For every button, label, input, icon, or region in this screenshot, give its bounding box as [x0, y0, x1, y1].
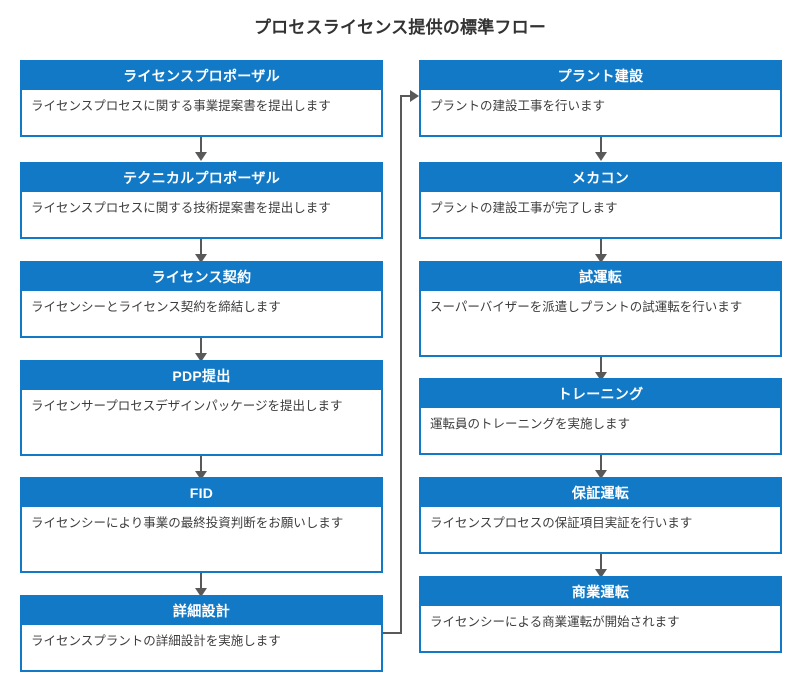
node-license-proposal[interactable]: ライセンスプロポーザル ライセンスプロセスに関する事業提案書を提出します: [20, 60, 383, 137]
node-technical-proposal[interactable]: テクニカルプロポーザル ライセンスプロセスに関する技術提案書を提出します: [20, 162, 383, 239]
node-body-license-agreement: ライセンシーとライセンス契約を締結します: [22, 291, 381, 323]
node-body-pdp-submission: ライセンサープロセスデザインパッケージを提出します: [22, 390, 381, 422]
connector-line-r4: [600, 455, 602, 473]
node-header-commissioning: 試運転: [421, 263, 780, 291]
node-header-technical-proposal: テクニカルプロポーザル: [22, 164, 381, 192]
node-header-detailed-design: 詳細設計: [22, 597, 381, 625]
node-body-license-proposal: ライセンスプロセスに関する事業提案書を提出します: [22, 90, 381, 122]
connector-line-r2: [600, 239, 602, 257]
node-header-plant-construction: プラント建設: [421, 62, 780, 90]
node-commercial-operation[interactable]: 商業運転 ライセンシーによる商業運転が開始されます: [419, 576, 782, 653]
bridge-arrow: [410, 90, 419, 102]
node-guarantee-run[interactable]: 保証運転 ライセンスプロセスの保証項目実証を行います: [419, 477, 782, 554]
connector-arrow-r5: [595, 569, 607, 578]
node-header-license-proposal: ライセンスプロポーザル: [22, 62, 381, 90]
connector-line-r5: [600, 554, 602, 572]
connector-line-l5: [200, 573, 202, 591]
node-body-detailed-design: ライセンスプラントの詳細設計を実施します: [22, 625, 381, 657]
node-header-guarantee-run: 保証運転: [421, 479, 780, 507]
connector-line-r3: [600, 357, 602, 375]
node-header-commercial-operation: 商業運転: [421, 578, 780, 606]
node-body-guarantee-run: ライセンスプロセスの保証項目実証を行います: [421, 507, 780, 539]
connector-arrow-r2: [595, 254, 607, 263]
connector-arrow-l1: [195, 152, 207, 161]
node-fid[interactable]: FID ライセンシーにより事業の最終投資判断をお願いします: [20, 477, 383, 573]
node-header-license-agreement: ライセンス契約: [22, 263, 381, 291]
node-detailed-design[interactable]: 詳細設計 ライセンスプラントの詳細設計を実施します: [20, 595, 383, 672]
node-training[interactable]: トレーニング 運転員のトレーニングを実施します: [419, 378, 782, 455]
node-body-fid: ライセンシーにより事業の最終投資判断をお願いします: [22, 507, 381, 539]
bridge-segment-horizontal-bottom: [383, 632, 402, 634]
connector-arrow-l2: [195, 254, 207, 263]
node-mechanical-completion[interactable]: メカコン プラントの建設工事が完了します: [419, 162, 782, 239]
bridge-segment-horizontal-top: [400, 95, 413, 97]
node-commissioning[interactable]: 試運転 スーパーバイザーを派遣しプラントの試運転を行います: [419, 261, 782, 357]
node-body-training: 運転員のトレーニングを実施します: [421, 408, 780, 440]
node-license-agreement[interactable]: ライセンス契約 ライセンシーとライセンス契約を締結します: [20, 261, 383, 338]
connector-line-l3: [200, 338, 202, 356]
node-body-commissioning: スーパーバイザーを派遣しプラントの試運転を行います: [421, 291, 780, 323]
connector-arrow-l3: [195, 353, 207, 362]
page-title: プロセスライセンス提供の標準フロー: [253, 18, 547, 37]
connector-line-r1: [600, 137, 602, 155]
connector-arrow-r4: [595, 470, 607, 479]
connector-arrow-l5: [195, 588, 207, 597]
node-header-mechanical-completion: メカコン: [421, 164, 780, 192]
node-body-plant-construction: プラントの建設工事を行います: [421, 90, 780, 122]
bridge-segment-vertical: [400, 95, 402, 634]
connector-line-l2: [200, 239, 202, 257]
node-body-technical-proposal: ライセンスプロセスに関する技術提案書を提出します: [22, 192, 381, 224]
connector-arrow-r3: [595, 372, 607, 381]
node-body-mechanical-completion: プラントの建設工事が完了します: [421, 192, 780, 224]
node-pdp-submission[interactable]: PDP提出 ライセンサープロセスデザインパッケージを提出します: [20, 360, 383, 456]
connector-arrow-l4: [195, 471, 207, 480]
node-header-training: トレーニング: [421, 380, 780, 408]
node-plant-construction[interactable]: プラント建設 プラントの建設工事を行います: [419, 60, 782, 137]
connector-line-l4: [200, 456, 202, 474]
connector-arrow-r1: [595, 152, 607, 161]
node-body-commercial-operation: ライセンシーによる商業運転が開始されます: [421, 606, 780, 638]
connector-line-l1: [200, 137, 202, 155]
node-header-fid: FID: [22, 479, 381, 507]
node-header-pdp-submission: PDP提出: [22, 362, 381, 390]
